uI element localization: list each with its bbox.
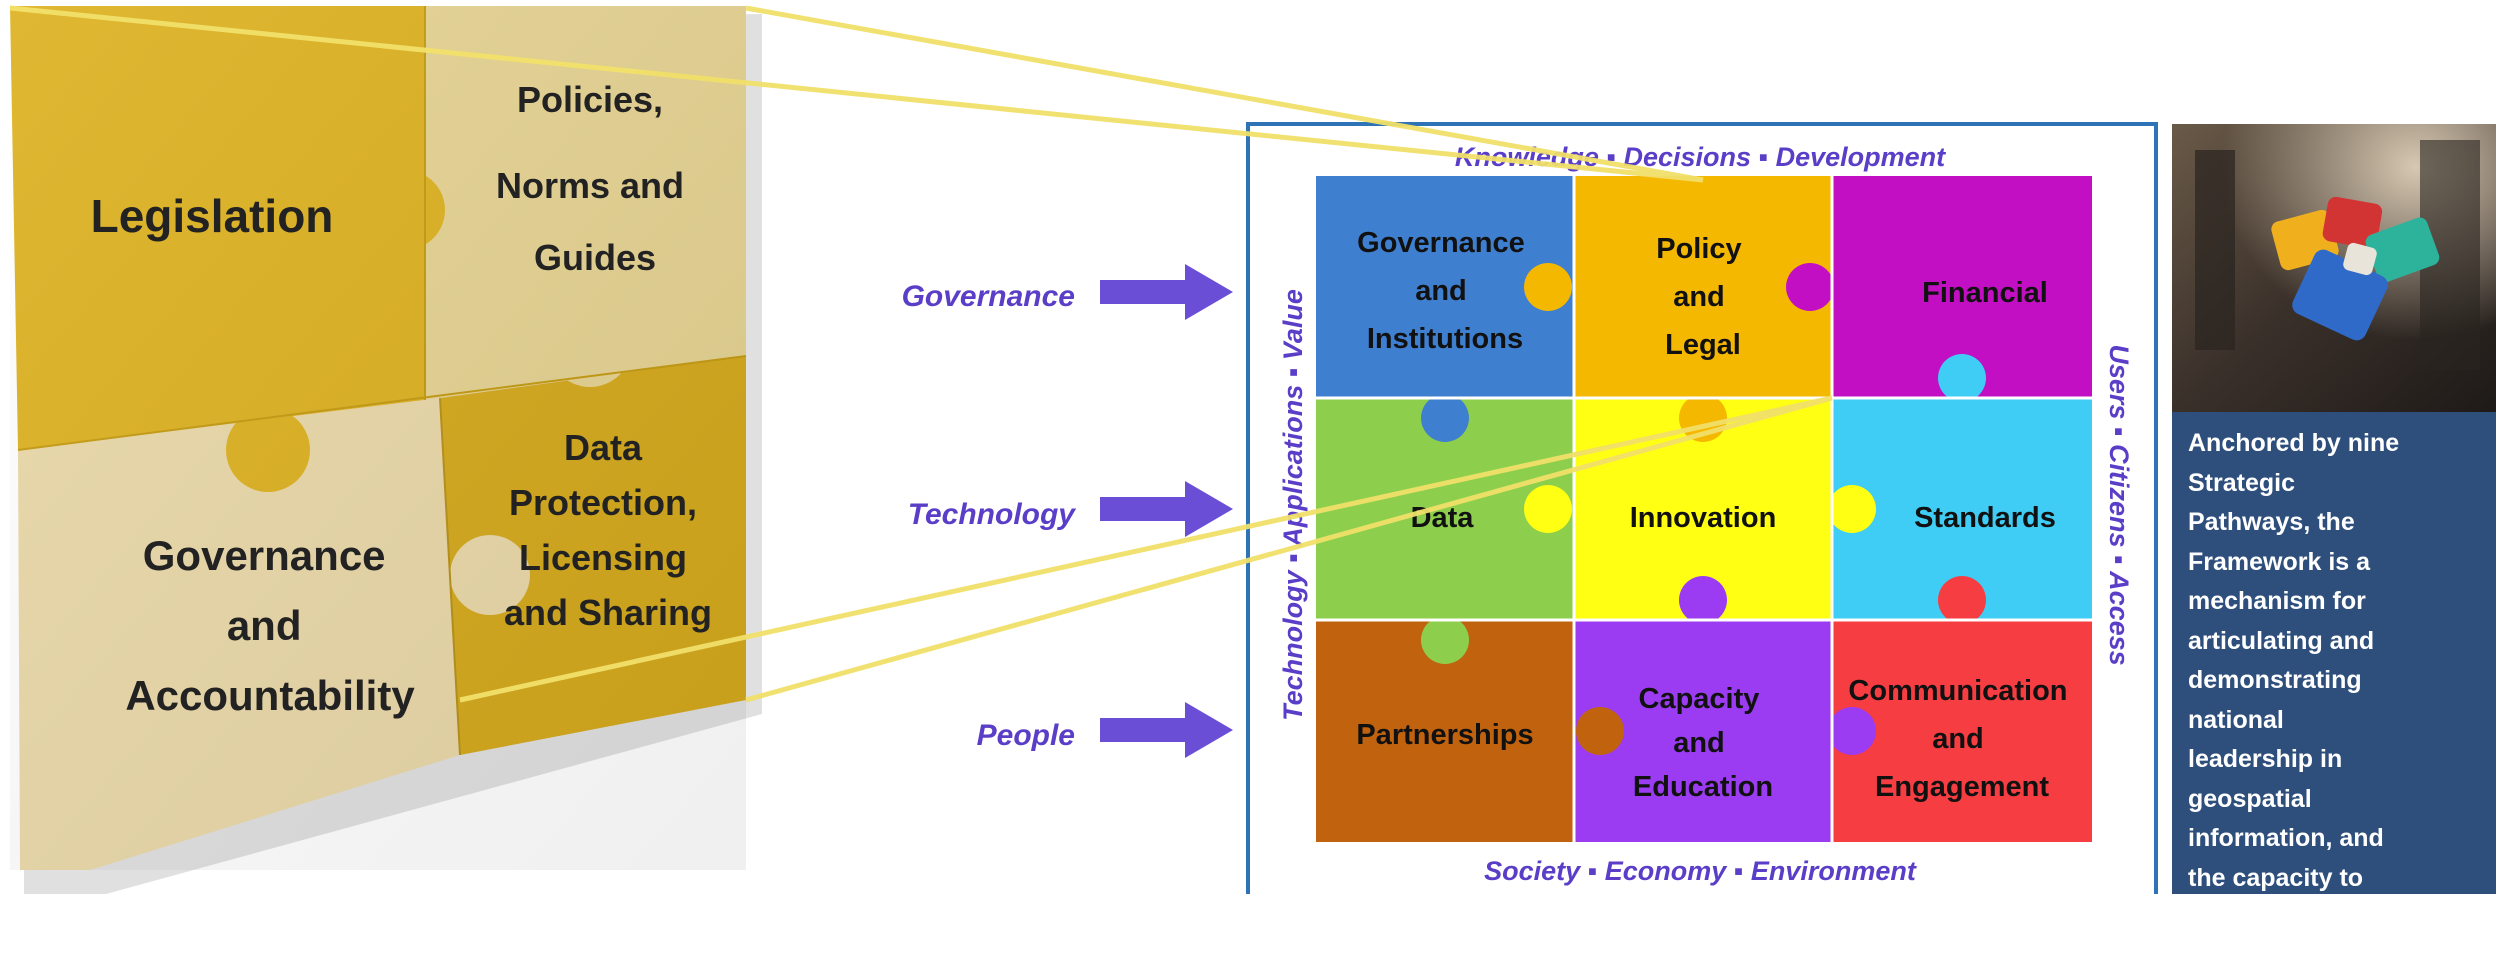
input-governance-label: Governance (902, 280, 1075, 313)
pathway-partnerships: Partnerships (1356, 719, 1533, 751)
input-people-label: People (977, 719, 1075, 752)
pathway-financial: Financial (1922, 277, 2048, 309)
pathway-capacity-education: Capacity and Education (1633, 683, 1773, 803)
pathway-standards: Standards (1914, 502, 2056, 534)
zoom-connector-lines (9, 5, 1833, 703)
frame-label-right: Users ▪ Citizens ▪ Access (2104, 344, 2134, 665)
knob (1828, 485, 1876, 533)
zoom-panel: Legislation Policies, Norms and Guides G… (10, 6, 762, 894)
knob (1938, 576, 1986, 624)
puzzle-grid: Governance and Institutions Policy and L… (1316, 176, 2092, 842)
knob (1524, 263, 1572, 311)
puzzle-piece-icon (2271, 196, 2440, 341)
framework-diagram: Legislation Policies, Norms and Guides G… (9, 5, 2496, 894)
description-text: Anchored by nine Strategic Pathways, the… (2188, 429, 2400, 971)
puzzle-photo (2172, 124, 2496, 412)
arrow-right-icon (1100, 264, 1233, 320)
pathway-communication-engagement: Communication and Engagement (1848, 675, 2075, 803)
input-technology: Technology (908, 481, 1233, 537)
knob (1576, 707, 1624, 755)
input-technology-label: Technology (908, 498, 1077, 531)
pathway-governance-institutions: Governance and Institutions (1357, 227, 1533, 355)
governance-label: Governance and Accountability (125, 532, 415, 719)
legislation-label: Legislation (91, 190, 334, 242)
data-protection-label: Data Protection, Licensing and Sharing (504, 427, 712, 633)
knob (1421, 394, 1469, 442)
frame-label-bottom: Society ▪ Economy ▪ Environment (1484, 856, 1917, 886)
arrow-right-icon (1100, 702, 1233, 758)
input-people: People (977, 702, 1233, 758)
description-box: Anchored by nine Strategic Pathways, the… (2172, 412, 2496, 971)
knob (1421, 616, 1469, 664)
input-governance: Governance (902, 264, 1233, 320)
pathway-innovation: Innovation (1630, 502, 1777, 534)
frame-label-left: Technology ▪ Applications ▪ Value (1278, 289, 1308, 721)
pathway-policy-legal: Policy and Legal (1656, 233, 1750, 361)
knob (1524, 485, 1572, 533)
knob (1786, 263, 1834, 311)
policies-label: Policies, Norms and Guides (496, 79, 694, 278)
knob (1938, 354, 1986, 402)
arrow-right-icon (1100, 481, 1233, 537)
knob (1679, 576, 1727, 624)
knob (1828, 707, 1876, 755)
